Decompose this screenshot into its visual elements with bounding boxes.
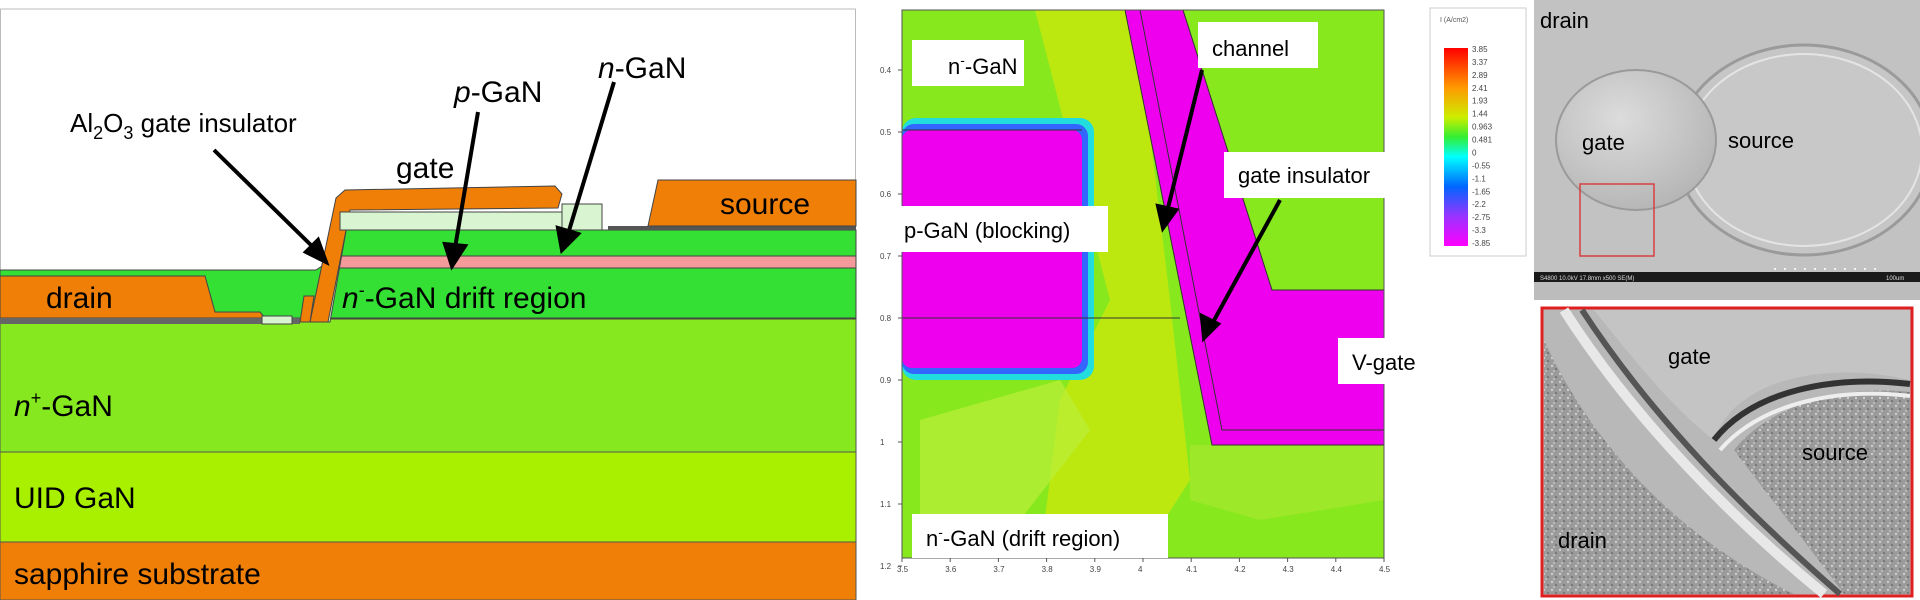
drift-region-label: n--GaN drift region: [342, 280, 586, 315]
gate-insulator-label: gate insulator: [1238, 163, 1370, 188]
y-tick-label: 0.8: [880, 314, 892, 323]
x-tick-label: 4.3: [1283, 565, 1295, 574]
legend-value: -2.75: [1472, 213, 1491, 222]
source-label: source: [720, 188, 810, 221]
cross-section-panel: Al2O3 gate insulator p-GaN n-GaN gate so…: [0, 0, 860, 600]
legend-value: -0.55: [1472, 161, 1491, 170]
y-tick-label: 0.6: [880, 190, 892, 199]
p-gan-arrow: [453, 111, 480, 249]
legend-value: 3.85: [1472, 45, 1488, 54]
legend-value: 3.37: [1472, 58, 1488, 67]
y-tick-label: 1.2: [880, 562, 892, 571]
legend-value: 0.481: [1472, 136, 1493, 145]
legend-value: 0: [1472, 148, 1477, 157]
gate-insulator-arrow: [1210, 199, 1282, 325]
legend-value: 1.93: [1472, 97, 1488, 106]
sem-gate-pad: [1555, 69, 1717, 211]
legend-value: -1.1: [1472, 174, 1486, 183]
x-tick-label: 4.1: [1186, 565, 1198, 574]
zoom-source-label: source: [1802, 440, 1868, 465]
sem-top-panel: S4800 10.0kV 17.8mm x500 SE(M) 100um dra…: [1534, 0, 1920, 300]
uid-gan-label: UID GaN: [14, 482, 136, 515]
y-tick-label: 0.9: [880, 376, 892, 385]
p-gan-blocking-label: p-GaN (blocking): [904, 218, 1070, 243]
nplus-gan-label: n+-GaN: [14, 388, 113, 423]
n-gan-label: n-GaN: [598, 52, 686, 85]
sem-zoom-svg: gate source drain: [1534, 300, 1920, 600]
x-tick-label: 4.2: [1234, 565, 1246, 574]
pink-layer: [321, 255, 857, 269]
p-gan-label: p-GaN: [453, 76, 542, 109]
x-tick-label: 3.6: [945, 565, 957, 574]
v-gate-label: V-gate: [1352, 350, 1416, 375]
legend-value: -2.2: [1472, 200, 1486, 209]
drift-region-sim-label: n--GaN (drift region): [926, 524, 1120, 551]
sem-top-svg: S4800 10.0kV 17.8mm x500 SE(M) 100um dra…: [1534, 0, 1920, 300]
legend-value: -3.3: [1472, 226, 1486, 235]
sem-info-text: S4800 10.0kV 17.8mm x500 SE(M): [1540, 276, 1634, 282]
sem-drain-label: drain: [1540, 8, 1589, 33]
upper-gan-layer: [329, 229, 857, 257]
y-tick-label: 1: [880, 438, 885, 447]
simulation-svg: 0.4 0.5 0.6 0.7 0.8 0.9 1 1.1 1.2 3.5 3.6 3.7 3.8 3.…: [860, 0, 1530, 600]
legend-value: -3.85: [1472, 239, 1491, 248]
y-tick-label: 0.4: [880, 66, 892, 75]
sapphire-layer: [0, 541, 857, 600]
n-gan-arrow: [566, 81, 616, 235]
gate-label: gate: [396, 152, 454, 185]
legend-value: 2.89: [1472, 71, 1488, 80]
legend-value: 2.41: [1472, 84, 1488, 93]
nplus-gan-layer: [0, 317, 857, 453]
x-tick-label: 3.5: [897, 565, 909, 574]
drain-label: drain: [46, 282, 113, 315]
source-contact: [647, 179, 857, 227]
al2o3-arrow: [212, 148, 320, 254]
legend-colorbar: [1444, 48, 1468, 246]
sem-zoom-box: [1579, 183, 1655, 257]
legend-value: -1.65: [1472, 187, 1491, 196]
gate-contact: [309, 185, 563, 323]
x-tick-label: 3.9: [1090, 565, 1102, 574]
legend-value: 1.44: [1472, 110, 1488, 119]
x-tick-label: 4.4: [1331, 565, 1343, 574]
simulation-panel: 0.4 0.5 0.6 0.7 0.8 0.9 1 1.1 1.2 3.5 3.6 3.7 3.8 3.…: [860, 0, 1530, 600]
sapphire-label: sapphire substrate: [14, 558, 261, 591]
zoom-drain-label: drain: [1558, 528, 1607, 553]
sem-gate-label: gate: [1582, 130, 1625, 155]
channel-arrow: [1165, 69, 1204, 213]
uid-gan-layer: [0, 451, 857, 543]
y-tick-label: 1.1: [880, 500, 892, 509]
cross-section-svg: Al2O3 gate insulator p-GaN n-GaN gate so…: [0, 0, 860, 600]
y-tick-label: 0.5: [880, 128, 892, 137]
channel-label: channel: [1212, 36, 1289, 61]
sem-scale-text: 100um: [1886, 276, 1904, 282]
n-gan-top-label: n--GaN: [948, 52, 1017, 79]
legend-title: I (A/cm2): [1440, 17, 1468, 24]
sem-source-label: source: [1728, 128, 1794, 153]
al2o3-label: Al2O3 gate insulator: [70, 108, 297, 143]
x-tick-label: 3.7: [993, 565, 1005, 574]
x-tick-label: 3.8: [1042, 565, 1054, 574]
legend-value: 0.963: [1472, 123, 1493, 132]
x-tick-label: 4: [1138, 565, 1143, 574]
x-tick-label: 4.5: [1379, 565, 1391, 574]
zoom-gate-label: gate: [1668, 344, 1711, 369]
y-tick-label: 0.7: [880, 252, 892, 261]
sem-zoom-panel: gate source drain: [1534, 300, 1920, 600]
